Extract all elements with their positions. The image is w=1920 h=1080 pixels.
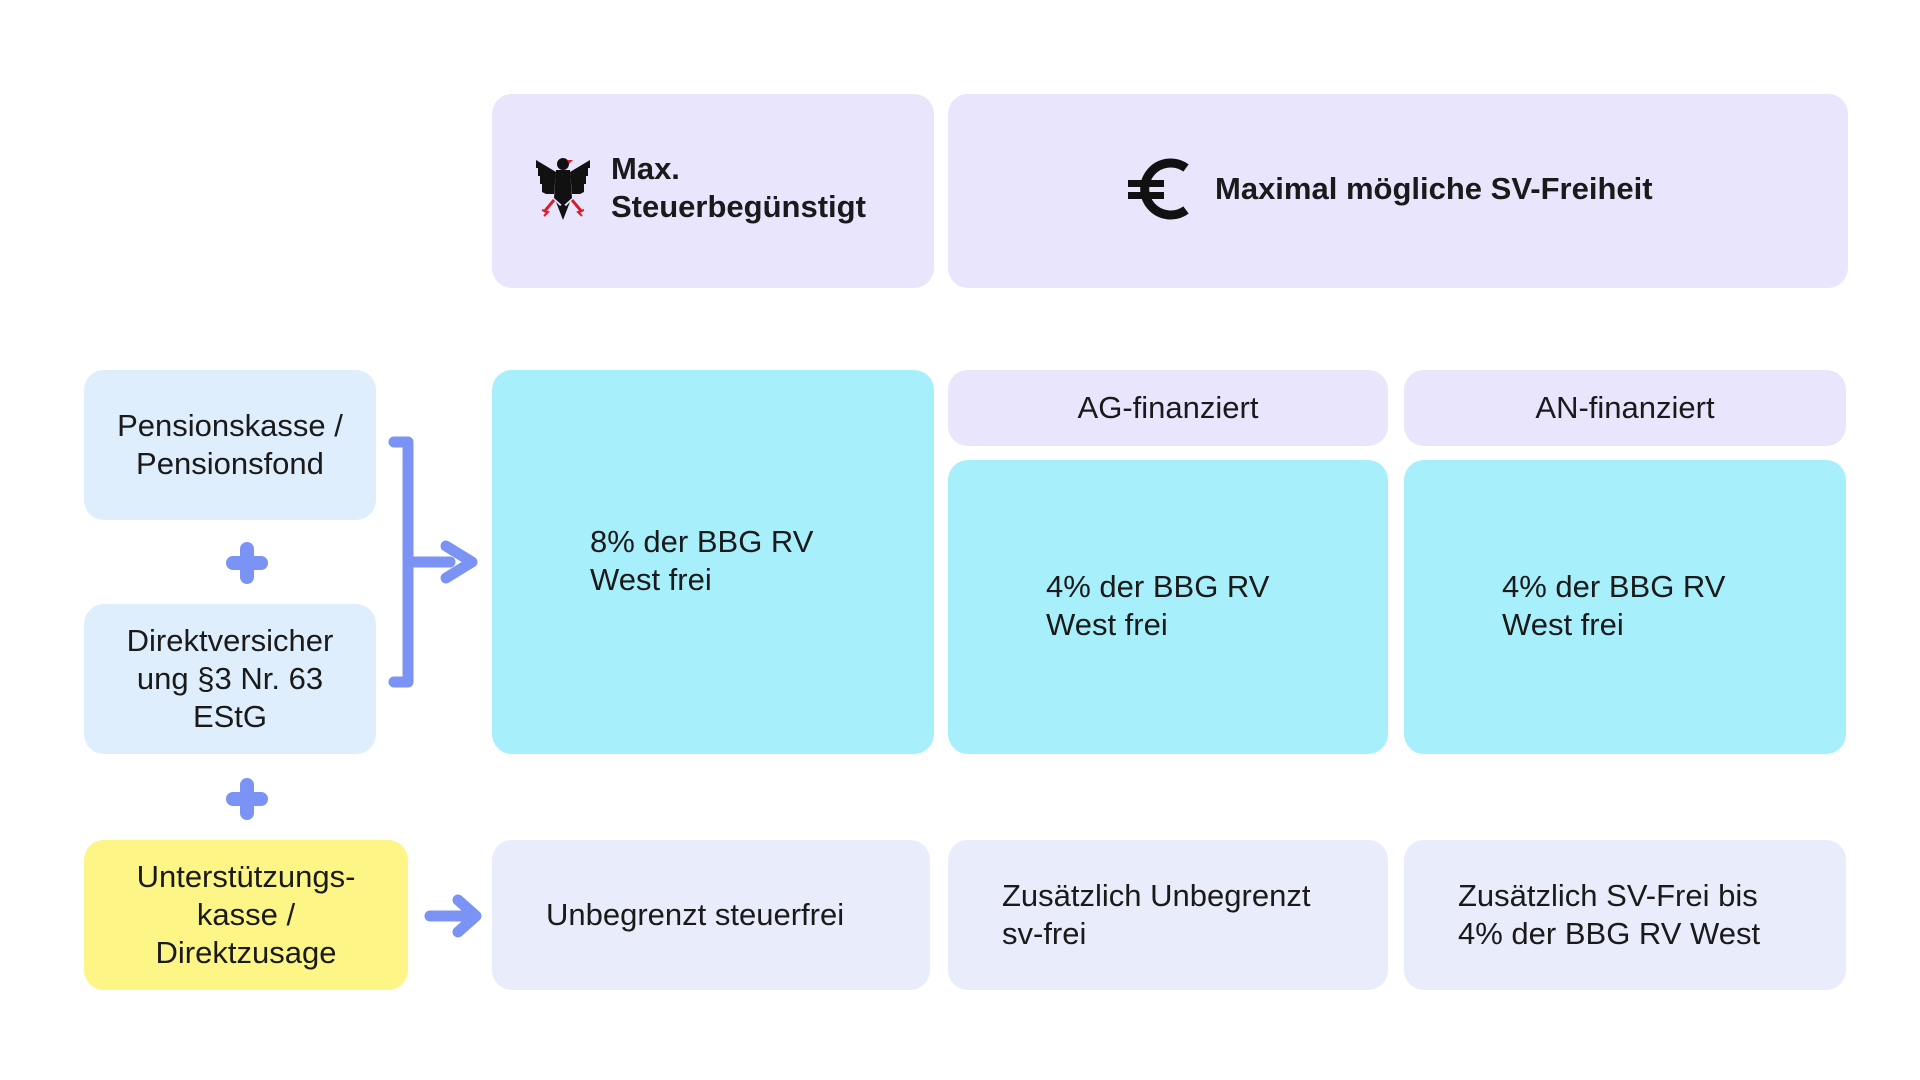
max-tax-cell: 8% der BBG RV West frei: [492, 370, 934, 754]
an-extra-cell: Zusätzlich SV-Frei bis 4% der BBG RV Wes…: [1404, 840, 1846, 990]
ag-extra-text: Zusätzlich Unbegrenzt sv-frei: [1002, 878, 1311, 951]
direktversicherung-label: Direktversicher ung §3 Nr. 63 EStG: [126, 623, 334, 734]
max-tax-value: 8% der BBG RV West frei: [590, 524, 814, 597]
sub-header-ag: AG-finanziert: [948, 370, 1388, 446]
unterstuetzungskasse-box: Unterstützungs- kasse / Direktzusage: [84, 840, 408, 990]
ag-value-text: 4% der BBG RV West frei: [1046, 569, 1270, 642]
sub-header-an: AN-finanziert: [1404, 370, 1846, 446]
ag-extra-cell: Zusätzlich Unbegrenzt sv-frei: [948, 840, 1388, 990]
an-value-text: 4% der BBG RV West frei: [1502, 569, 1726, 642]
unlimited-tax-cell: Unbegrenzt steuerfrei: [492, 840, 930, 990]
header-sv-title: Maximal mögliche SV-Freiheit: [1215, 171, 1653, 206]
arrow-right-icon: [424, 894, 482, 938]
an-value-cell: 4% der BBG RV West frei: [1404, 460, 1846, 754]
an-extra-text: Zusätzlich SV-Frei bis 4% der BBG RV Wes…: [1458, 878, 1761, 951]
unlimited-tax-text: Unbegrenzt steuerfrei: [546, 897, 845, 932]
euro-icon: [1128, 158, 1189, 220]
pensionskasse-label: Pensionskasse / Pensionsfond: [117, 408, 343, 481]
pensionskasse-box: Pensionskasse / Pensionsfond: [84, 370, 376, 520]
plus-icon: [226, 778, 268, 820]
header-tax-title: Max. Steuerbegünstigt: [611, 151, 866, 224]
unterstuetzungskasse-label: Unterstützungs- kasse / Direktzusage: [136, 859, 356, 970]
header-sv-box: Maximal mögliche SV-Freiheit: [948, 94, 1848, 288]
plus-icon: [226, 542, 268, 584]
bracket-connector: [388, 436, 478, 688]
direktversicherung-box: Direktversicher ung §3 Nr. 63 EStG: [84, 604, 376, 754]
sub-header-an-label: AN-finanziert: [1535, 390, 1715, 425]
ag-value-cell: 4% der BBG RV West frei: [948, 460, 1388, 754]
header-tax-box: Max. Steuerbegünstigt: [492, 94, 934, 288]
sub-header-ag-label: AG-finanziert: [1077, 390, 1259, 425]
federal-eagle-icon: [536, 158, 590, 220]
